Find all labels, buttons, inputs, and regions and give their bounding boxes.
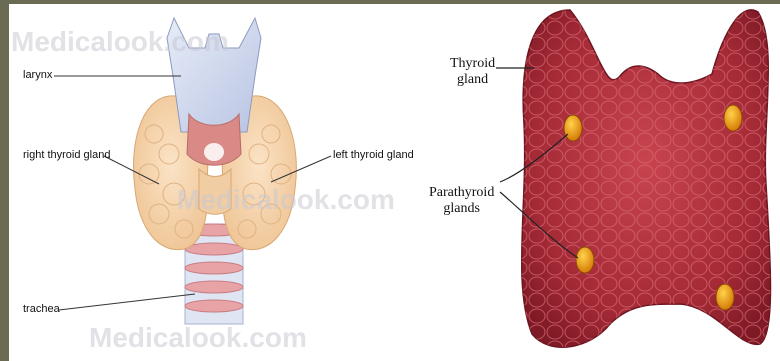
left-thyroid-illustration: Medicalook.com Medicalook.com Medicalook… — [9, 4, 429, 361]
watermark-middle: Medicalook.com — [177, 184, 395, 216]
right-thyroid-illustration: Thyroid gland Parathyroid glands — [420, 4, 780, 361]
watermark-top: Medicalook.com — [11, 26, 229, 58]
label-right-thyroid-gland: right thyroid gland — [23, 149, 110, 161]
label-left-thyroid-gland: left thyroid gland — [333, 149, 414, 161]
label-thyroid-line2: gland — [450, 72, 495, 88]
label-parathyroid-glands: Parathyroid glands — [429, 185, 494, 217]
label-trachea: trachea — [23, 303, 60, 315]
label-thyroid-line1: Thyroid — [450, 56, 495, 72]
label-larynx: larynx — [23, 69, 52, 81]
label-thyroid-gland: Thyroid gland — [450, 56, 495, 88]
label-parathyroid-line1: Parathyroid — [429, 185, 494, 201]
label-parathyroid-line2: glands — [429, 201, 494, 217]
watermark-bottom: Medicalook.com — [89, 322, 307, 354]
left-border — [0, 0, 9, 361]
